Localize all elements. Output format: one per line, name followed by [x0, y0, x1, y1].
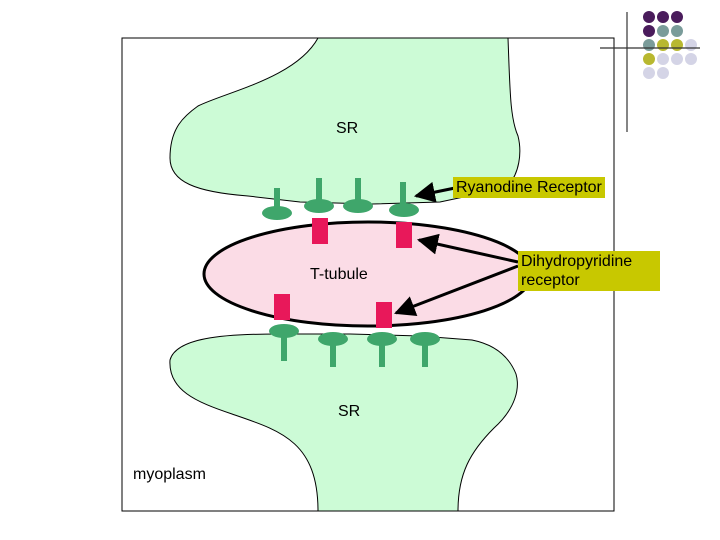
dhp-receptor: [274, 294, 290, 320]
ryanodine-receptor: [343, 178, 373, 213]
sr-upper: [169, 37, 521, 205]
decor-dot: [643, 39, 655, 51]
ryanodine-receptor: [389, 182, 419, 217]
ryanodine-receptor-text: Ryanodine Receptor: [456, 179, 602, 196]
decor-dot: [657, 39, 669, 51]
decor-dot: [657, 53, 669, 65]
decor-dot: [671, 53, 683, 65]
dhp-receptor: [312, 218, 328, 244]
decor-dot: [671, 39, 683, 51]
decor-dot: [643, 67, 655, 79]
arrow-dhp-lower: [394, 264, 519, 317]
ryanodine-receptor: [367, 332, 397, 367]
decor-dot: [671, 11, 683, 23]
decor-dot: [643, 25, 655, 37]
decor-dot: [657, 67, 669, 79]
ryanodine-receptor: [269, 324, 299, 361]
decor-dot: [685, 53, 697, 65]
label-myoplasm: myoplasm: [133, 466, 206, 483]
label-dhp-receptor: Dihydropyridine receptor: [518, 251, 660, 291]
label-ryanodine-receptor: Ryanodine Receptor: [453, 177, 605, 198]
label-t-tubule: T-tubule: [310, 266, 368, 283]
decor-dot: [685, 39, 697, 51]
label-sr-top: SR: [336, 120, 358, 137]
decor-dot: [657, 25, 669, 37]
decor-dot: [643, 11, 655, 23]
ryanodine-receptor: [262, 188, 292, 220]
arrow-dhp-upper: [416, 233, 519, 264]
label-sr-bottom: SR: [338, 403, 360, 420]
sr-lower: [169, 333, 518, 512]
arrow-ryanodine: [413, 181, 456, 203]
ryanodine-receptor: [304, 178, 334, 213]
decor-dot: [643, 53, 655, 65]
dhp-receptor-text-line2: receptor: [521, 272, 580, 289]
ryanodine-receptor: [410, 332, 440, 367]
dhp-receptor-text-line1: Dihydropyridine: [521, 253, 633, 270]
dhp-receptor: [376, 302, 392, 328]
decor-dot: [657, 11, 669, 23]
dhp-receptor: [396, 222, 412, 248]
t-tubule: [202, 220, 534, 328]
ryanodine-receptor: [318, 332, 348, 367]
decor-dot: [671, 25, 683, 37]
decorative-dot-grid: [643, 11, 697, 79]
